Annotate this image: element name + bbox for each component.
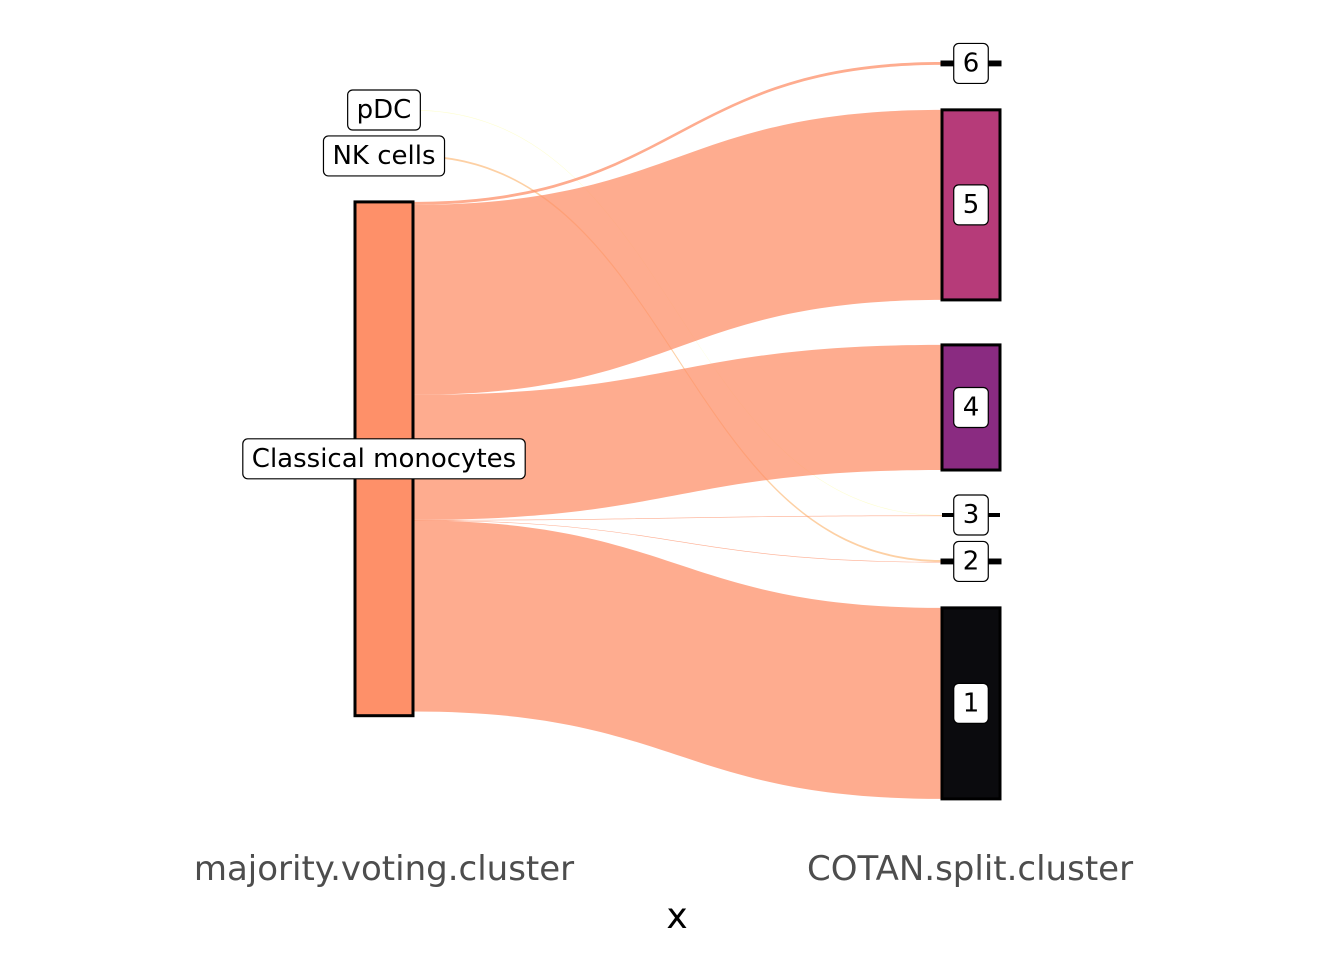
node-label-6: 6 (953, 42, 989, 85)
node-label-4: 4 (953, 386, 989, 429)
right-axis-label: COTAN.split.cluster (807, 849, 1133, 889)
svg-text:NK cells: NK cells (332, 141, 435, 171)
node-label-classical-monocytes: Classical monocytes (242, 438, 526, 480)
flow-classical-monocytes-to-3 (413, 515, 942, 521)
svg-text:6: 6 (963, 48, 980, 78)
node-label-3: 3 (953, 494, 989, 536)
svg-text:3: 3 (963, 500, 980, 530)
left-axis-label: majority.voting.cluster (194, 849, 574, 889)
svg-text:1: 1 (963, 688, 980, 718)
flow-classical-monocytes-to-6 (413, 62, 942, 205)
node-label-5: 5 (953, 184, 989, 226)
flow-classical-monocytes-to-2 (413, 520, 942, 563)
node-label-2: 2 (953, 540, 989, 583)
flow-layer (413, 62, 942, 799)
flow-classical-monocytes-to-1 (413, 520, 942, 799)
svg-text:4: 4 (963, 392, 980, 422)
flow-classical-monocytes-to-4 (413, 344, 942, 520)
node-label-1: 1 (953, 682, 989, 724)
node-label-nk-cells: NK cells (322, 135, 446, 177)
svg-text:pDC: pDC (357, 95, 412, 125)
svg-text:5: 5 (963, 190, 980, 220)
svg-text:Classical monocytes: Classical monocytes (252, 444, 516, 474)
svg-text:2: 2 (963, 546, 980, 576)
node-label-pdc: pDC (347, 89, 421, 131)
flow-nk-cells-to-2 (413, 155, 942, 562)
x-axis-title: x (666, 896, 687, 937)
flow-classical-monocytes-to-5 (413, 109, 942, 395)
